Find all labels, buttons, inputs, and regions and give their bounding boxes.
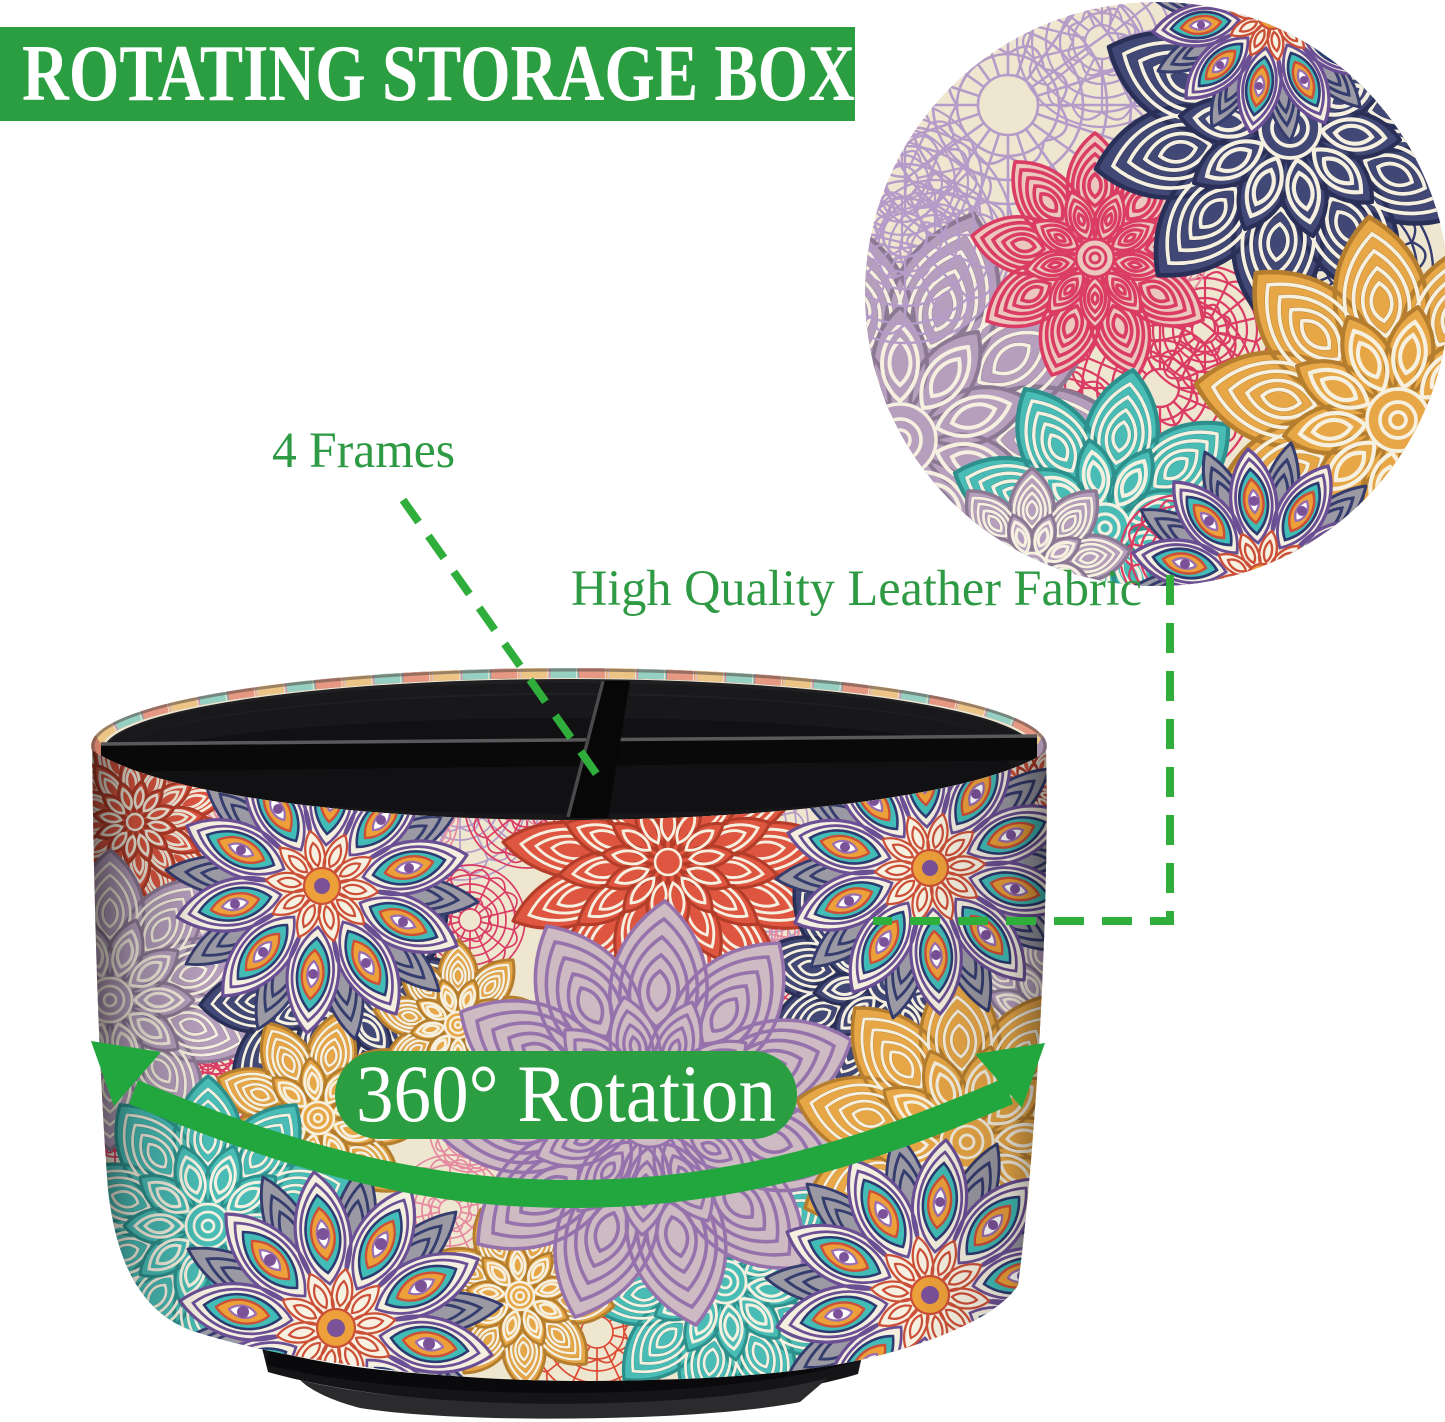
- svg-text:4 Frames: 4 Frames: [272, 423, 455, 479]
- svg-text:360° Rotation: 360° Rotation: [356, 1048, 776, 1139]
- svg-text:ROTATING STORAGE BOX: ROTATING STORAGE BOX: [22, 30, 855, 118]
- svg-text:High Quality Leather Fabric: High Quality Leather Fabric: [571, 561, 1142, 617]
